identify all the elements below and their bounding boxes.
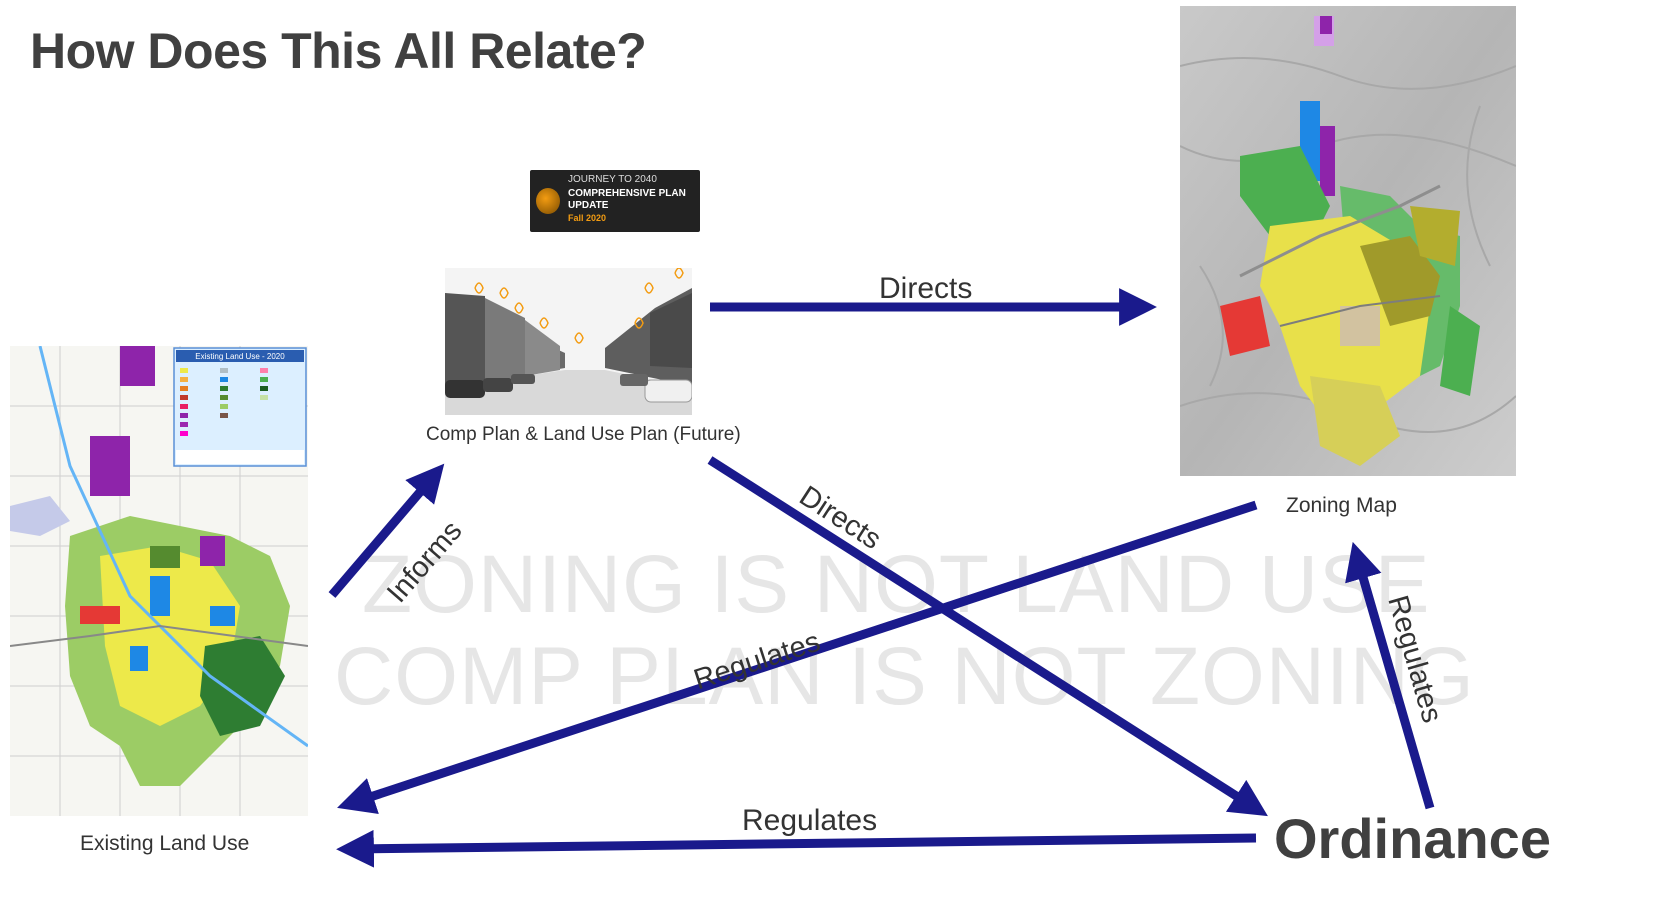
existing-land-use-map-image: Existing Land Use - 2020 bbox=[10, 346, 308, 816]
watermark-line-1: ZONING IS NOT LAND USE bbox=[362, 539, 1431, 630]
watermark-line-2: COMP PLAN IS NOT ZONING bbox=[334, 631, 1475, 722]
ordinance-label: Ordinance bbox=[1274, 807, 1551, 870]
directs-top-label: Directs bbox=[879, 272, 973, 305]
existing-land-use-caption: Existing Land Use bbox=[80, 832, 250, 855]
zoning-map-caption: Zoning Map bbox=[1286, 494, 1397, 517]
legend-title: Existing Land Use - 2020 bbox=[195, 352, 285, 361]
badge-line-1: JOURNEY TO 2040 bbox=[568, 174, 657, 185]
page-title: How Does This All Relate? bbox=[30, 23, 647, 79]
ordinance-regulates-land-use-arrow bbox=[336, 829, 1257, 868]
badge-line-4: Fall 2020 bbox=[568, 213, 607, 223]
zoning-regulates-land-use-arrow bbox=[337, 500, 1258, 815]
ordinance-regulates-zoning-arrow bbox=[1345, 541, 1435, 810]
comp-plan-street-image bbox=[445, 268, 692, 415]
directs-ordinance-arrow bbox=[707, 456, 1268, 817]
zoning-map-image bbox=[1180, 6, 1516, 476]
comp-plan-logo-icon bbox=[536, 188, 560, 214]
regulates-bottom-label: Regulates bbox=[742, 804, 878, 837]
comp-plan-caption: Comp Plan & Land Use Plan (Future) bbox=[426, 424, 741, 445]
informs-arrow bbox=[328, 463, 445, 598]
